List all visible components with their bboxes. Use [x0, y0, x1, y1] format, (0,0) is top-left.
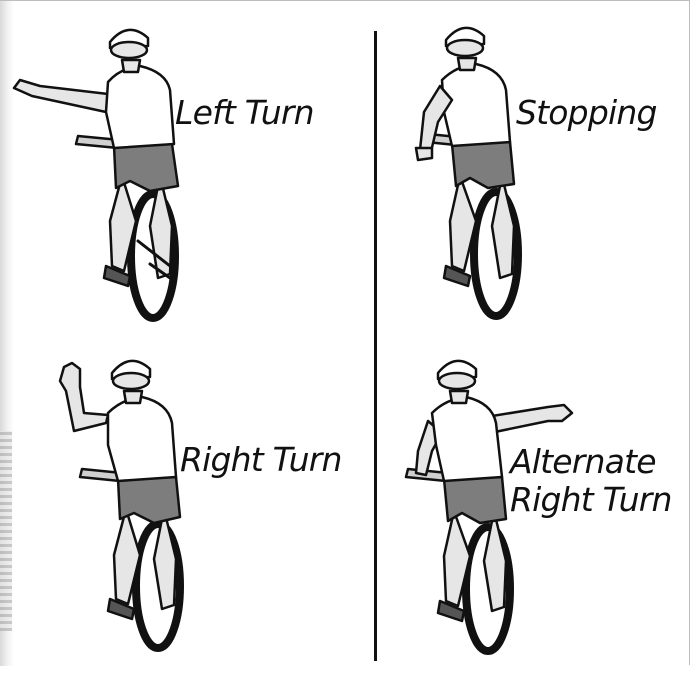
- cyclist-right-turn-figure: [10, 351, 350, 661]
- panel-right-turn: Right Turn: [10, 351, 350, 681]
- label-alternate-line2: Right Turn: [510, 481, 672, 519]
- label-right-turn: Right Turn: [180, 441, 342, 479]
- hand-signals-diagram: Left Turn: [0, 0, 690, 665]
- label-stopping: Stopping: [516, 94, 657, 132]
- cyclist-left-turn-figure: [10, 16, 350, 346]
- panel-left-turn: Left Turn: [10, 16, 350, 346]
- label-alternate-line1: Alternate: [510, 443, 672, 481]
- cyclist-stopping-figure: [398, 16, 688, 346]
- label-left-turn: Left Turn: [175, 94, 314, 132]
- label-alternate-right-turn: Alternate Right Turn: [510, 443, 672, 519]
- panel-alternate-right-turn: Alternate Right Turn: [398, 351, 690, 681]
- panel-stopping: Stopping: [398, 16, 690, 346]
- center-divider: [374, 31, 377, 661]
